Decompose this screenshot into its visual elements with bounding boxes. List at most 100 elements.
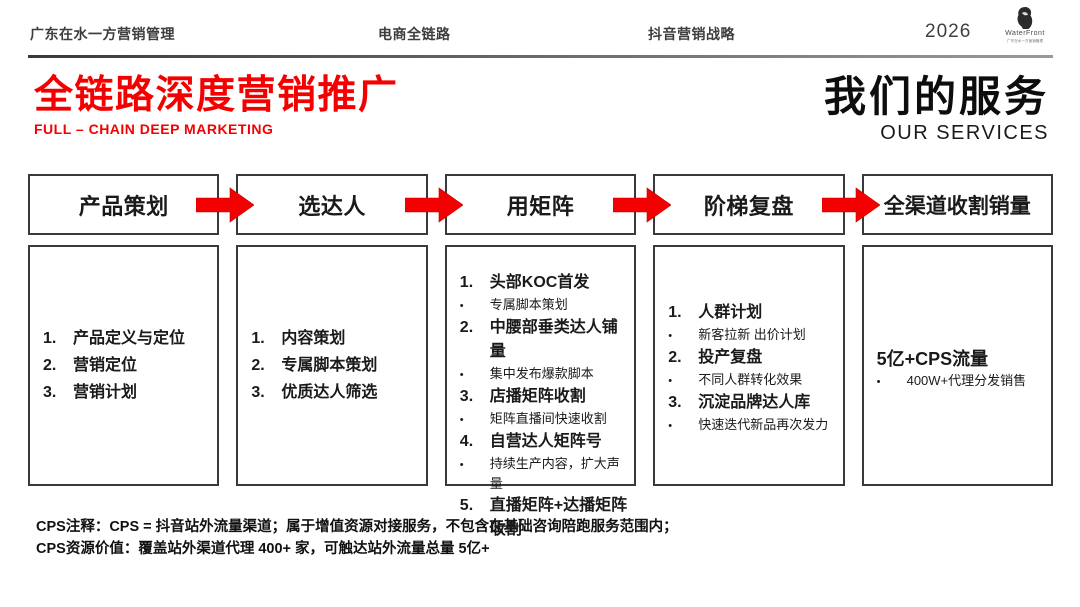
- list-item: • 不同人群转化效果: [668, 370, 836, 391]
- list-text: 营销计划: [73, 384, 138, 401]
- flow-column-omnichannel-sales: 全渠道收割销量 5亿+CPS流量 • 400W+代理分发销售: [861, 174, 1053, 486]
- list-marker: 3.: [668, 394, 682, 411]
- list-text: 快速迭代新品再次发力: [698, 417, 829, 432]
- list-text: 产品定义与定位: [73, 330, 186, 347]
- list-marker: 1.: [668, 304, 682, 321]
- stage-title: 全渠道收割销量: [883, 194, 1031, 218]
- list-text: 集中发布爆款脚本: [489, 366, 594, 381]
- waterfront-logo-icon: [999, 6, 1051, 30]
- list-marker: •: [668, 330, 673, 342]
- list-item: 2. 专属脚本策划: [251, 352, 419, 379]
- list-item: 4. 自营达人矩阵号: [460, 430, 628, 454]
- top-nav: 广东在水一方营销管理 电商全链路 抖音营销战略 2026 WaterFront …: [28, 0, 1053, 52]
- stage-detail-box: 1. 人群计划 • 新客拉新 出价计划 2. 投产复盘 • 不同人群转化效果 3. 沉淀品牌达人库…: [653, 245, 845, 486]
- list-marker: 2.: [459, 319, 474, 336]
- list-item: 2.营销定位: [43, 352, 211, 379]
- stage-header-box: 阶梯复盘: [653, 174, 845, 235]
- stage-header-box: 选达人: [236, 174, 428, 235]
- list-text: 沉淀品牌达人库: [698, 394, 811, 411]
- title-right: 我们的服务 OUR SERVICES: [824, 74, 1049, 145]
- flow-column-product-planning: 产品策划 1. 产品定义与定位 2.营销定位 3. 营销计划: [28, 174, 255, 486]
- nav-year: 2026: [925, 21, 972, 42]
- stage-detail-box: 1. 内容策划 2. 专属脚本策划 3. 优质达人筛选: [236, 245, 428, 486]
- logo-text: WaterFront: [1005, 30, 1045, 37]
- list-item: • 矩阵直播间快速收割: [460, 409, 628, 430]
- slide: 广东在水一方营销管理 电商全链路 抖音营销战略 2026 WaterFront …: [28, 0, 1053, 560]
- page-title: 全链路深度营销推广: [34, 74, 399, 117]
- section-subtitle: OUR SERVICES: [880, 122, 1049, 144]
- footnote: CPS注释：CPS = 抖音站外流量渠道；属于增值资源对接服务，不包含在基础咨询…: [28, 516, 1053, 560]
- arrow-right-icon: [404, 187, 463, 223]
- arrow-right-icon: [196, 187, 255, 223]
- list-item: 1. 产品定义与定位: [43, 325, 211, 352]
- list-text: 专属脚本策划: [489, 297, 568, 312]
- list-marker: 3.: [459, 388, 474, 405]
- list-item: 3. 优质达人筛选: [251, 379, 419, 406]
- list-text: 新客拉新 出价计划: [698, 327, 806, 342]
- list-marker: 5.: [459, 497, 474, 514]
- stage-detail-box: 1. 产品定义与定位 2.营销定位 3. 营销计划: [28, 245, 220, 486]
- list-item: • 新客拉新 出价计划: [668, 325, 836, 346]
- list-item: 3. 店播矩阵收割: [460, 385, 628, 409]
- list-marker: 1.: [43, 330, 57, 347]
- stage-header-box: 产品策划: [28, 174, 220, 235]
- nav-item-douyin-strategy: 抖音营销战略: [648, 26, 735, 42]
- list-marker: 1.: [459, 274, 474, 291]
- list-item: 2. 投产复盘: [668, 346, 836, 370]
- footnote-line-1: CPS注释：CPS = 抖音站外流量渠道；属于增值资源对接服务，不包含在基础咨询…: [36, 519, 678, 535]
- list-marker: •: [459, 414, 464, 426]
- title-band: 全链路深度营销推广 FULL – CHAIN DEEP MARKETING 我们…: [28, 58, 1053, 162]
- page-subtitle: FULL – CHAIN DEEP MARKETING: [34, 121, 274, 137]
- list-item: • 持续生产内容，扩大声量: [460, 454, 628, 494]
- title-left: 全链路深度营销推广 FULL – CHAIN DEEP MARKETING: [34, 74, 399, 137]
- list-text: 投产复盘: [698, 349, 763, 366]
- stage-title: 选达人: [298, 193, 366, 219]
- list-text: 中腰部垂类达人铺量: [489, 319, 618, 360]
- list-text: 直播矩阵+达播矩阵收割: [489, 497, 628, 538]
- list-text: 优质达人筛选: [281, 384, 378, 401]
- list-marker: 4.: [459, 433, 474, 450]
- list-text: 专属脚本策划: [281, 357, 378, 374]
- section-title: 我们的服务: [823, 73, 1049, 120]
- list-marker: •: [459, 459, 464, 471]
- list-text: 持续生产内容，扩大声量: [489, 456, 620, 491]
- list-text: 不同人群转化效果: [698, 372, 803, 387]
- list-text: 矩阵直播间快速收割: [489, 411, 607, 426]
- list-marker: 1.: [251, 330, 265, 347]
- stage-title: 产品策划: [78, 193, 169, 219]
- list-text: 400W+代理分发销售: [906, 373, 1027, 388]
- list-item: 1. 人群计划: [668, 301, 836, 325]
- list-text: 店播矩阵收割: [489, 388, 586, 405]
- list-marker: •: [668, 375, 673, 387]
- list-marker: •: [876, 376, 881, 388]
- list-item: 3. 营销计划: [43, 379, 211, 406]
- list-marker: 2.: [668, 349, 682, 366]
- list-marker: 3.: [43, 384, 57, 401]
- list-text: 营销定位: [73, 357, 138, 374]
- stage-title: 阶梯复盘: [703, 193, 794, 219]
- list-item: 3. 沉淀品牌达人库: [668, 391, 836, 415]
- list-item: 5亿+CPS流量: [877, 347, 1045, 371]
- flow-column-review: 阶梯复盘 1. 人群计划 • 新客拉新 出价计划 2. 投产复盘 • 不同人群转化效果 3. 沉淀…: [653, 174, 880, 486]
- list-marker: •: [668, 420, 673, 432]
- list-marker: 3.: [251, 384, 265, 401]
- list-item: • 400W+代理分发销售: [877, 371, 1045, 392]
- list-item: • 快速迭代新品再次发力: [668, 415, 836, 436]
- header-divider: [28, 55, 1053, 58]
- list-item: 5. 直播矩阵+达播矩阵收割: [460, 494, 628, 542]
- list-item: •专属脚本策划: [460, 295, 628, 316]
- logo-subtext: 广东在水一方营销管理: [1007, 38, 1043, 43]
- arrow-right-icon: [613, 187, 672, 223]
- stage-title: 用矩阵: [506, 193, 575, 219]
- list-marker: 2.: [251, 357, 265, 374]
- flow-column-select-talent: 选达人 1. 内容策划 2. 专属脚本策划 3. 优质达人筛选: [236, 174, 463, 486]
- footnote-line-2: CPS资源价值：覆盖站外渠道代理 400+ 家，可触达站外流量总量 5亿+: [36, 541, 490, 557]
- list-item: 1. 内容策划: [251, 325, 419, 352]
- nav-item-company: 广东在水一方营销管理: [30, 26, 175, 42]
- list-text: 内容策划: [281, 330, 346, 347]
- list-text: 自营达人矩阵号: [489, 433, 602, 450]
- list-item: 1.头部KOC首发: [460, 271, 628, 295]
- list-text: 人群计划: [698, 304, 763, 321]
